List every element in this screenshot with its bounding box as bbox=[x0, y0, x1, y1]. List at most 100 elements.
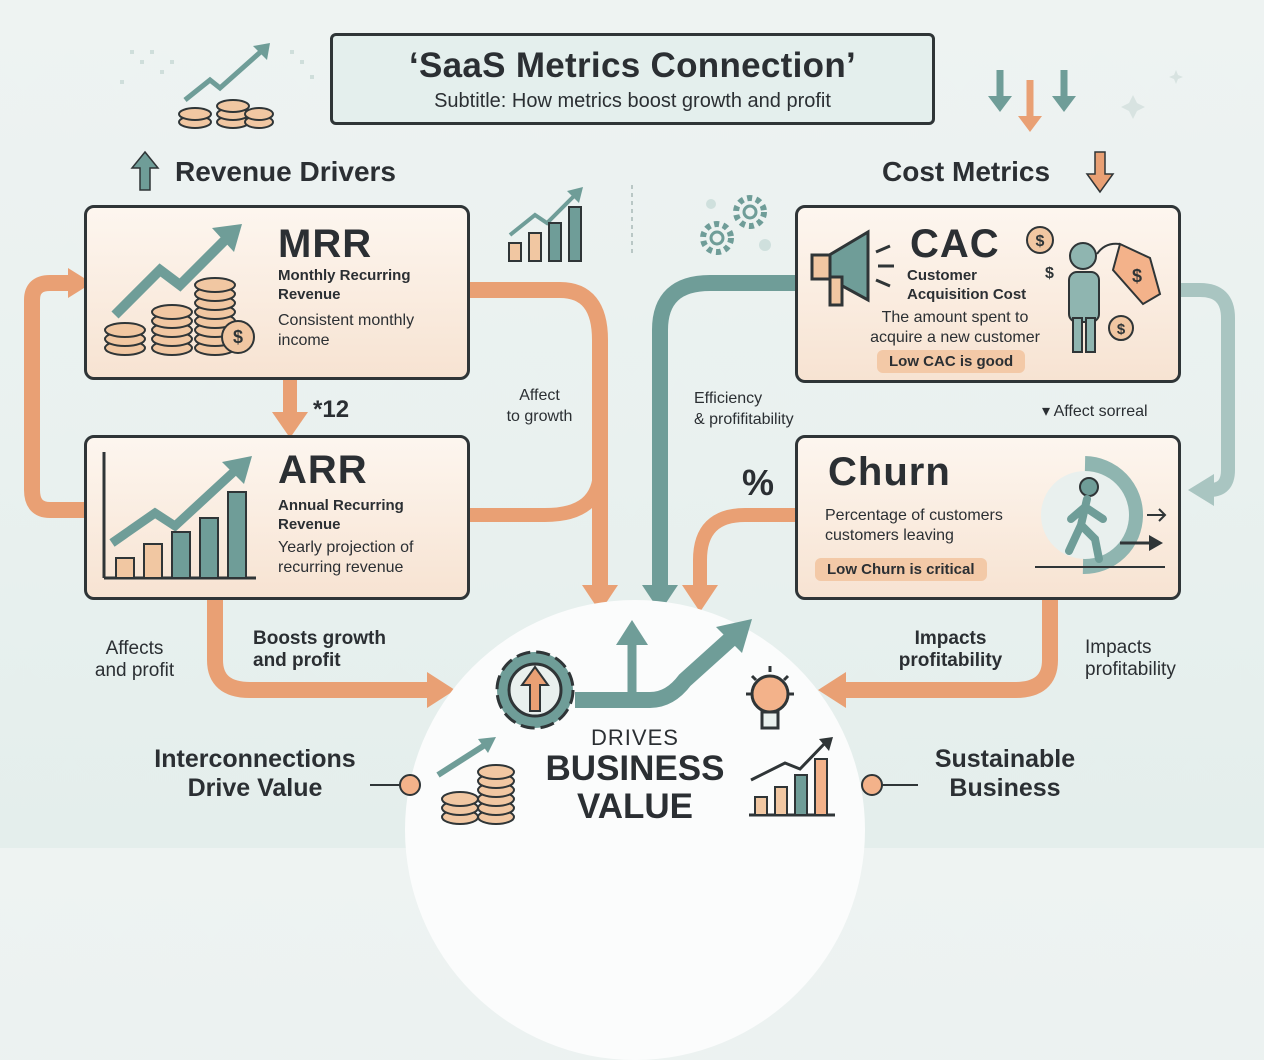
page-subtitle: Subtitle: How metrics boost growth and p… bbox=[434, 90, 831, 112]
arr-acronym: ARR bbox=[278, 448, 368, 492]
svg-text:$: $ bbox=[1045, 265, 1054, 282]
down-arrows-icon bbox=[988, 70, 1076, 132]
sustainable-business-label: Sustainable Business bbox=[915, 745, 1095, 803]
affect-growth-label: Affect to growth bbox=[492, 385, 587, 427]
arrowhead bbox=[642, 585, 678, 612]
churn-to-center-arrow bbox=[693, 508, 795, 590]
cac-pill-badge: Low CAC is good bbox=[877, 350, 1026, 373]
mrr-name-line2: Revenue bbox=[278, 286, 341, 303]
percent-symbol: % bbox=[742, 462, 775, 503]
business-value-label: BUSINESS VALUE bbox=[510, 750, 760, 826]
connection-arrows bbox=[24, 50, 1235, 708]
affects-profit-line1: Affects bbox=[105, 638, 164, 659]
churn-desc-line1: Percentage of customers bbox=[825, 507, 1003, 524]
impacts-mid-line2: profitability bbox=[898, 650, 1003, 671]
cac-to-churn-loop-arrow bbox=[1010, 283, 1235, 497]
mrr-name-line1: Monthly Recurring bbox=[278, 267, 411, 284]
decorative-dots bbox=[120, 50, 314, 84]
arr-desc-line1: Yearly projection of bbox=[278, 539, 414, 556]
growth-gear-icon bbox=[495, 619, 752, 730]
arr-desc-line2: recurring revenue bbox=[278, 559, 404, 576]
mrr-description: Consistent monthly income bbox=[278, 311, 414, 351]
impacts-profitability-right-label: Impacts profitability bbox=[1085, 637, 1176, 681]
svg-text:$: $ bbox=[1036, 233, 1045, 250]
efficiency-line2: & profifitability bbox=[694, 411, 794, 428]
impacts-right-line2: profitability bbox=[1085, 659, 1176, 680]
churn-title: Churn bbox=[828, 450, 951, 494]
impacts-profitability-mid-label: Impacts profitability bbox=[888, 628, 1013, 672]
value-word: VALUE bbox=[576, 787, 694, 826]
arr-name-line2: Revenue bbox=[278, 516, 341, 533]
arr-name: Annual Recurring Revenue bbox=[278, 496, 404, 534]
cac-to-center-arrow bbox=[652, 275, 795, 590]
multiplier-label: *12 bbox=[313, 396, 350, 423]
interconnections-label: Interconnections Drive Value bbox=[130, 745, 380, 803]
cac-acronym: CAC bbox=[910, 222, 1000, 266]
down-arrow-icon bbox=[1085, 151, 1115, 194]
title-banner: ‘SaaS Metrics Connection’ Subtitle: How … bbox=[330, 33, 935, 125]
churn-description: Percentage of customers customers leavin… bbox=[825, 506, 1003, 546]
cac-description: The amount spent to acquire a new custom… bbox=[855, 308, 1055, 348]
cac-name-line2: Acquisition Cost bbox=[907, 286, 1027, 303]
business-word: BUSINESS bbox=[545, 749, 725, 788]
up-arrow-icon bbox=[130, 150, 160, 191]
mrr-acronym: MRR bbox=[278, 222, 373, 266]
arrowhead bbox=[272, 412, 308, 438]
impacts-mid-line1: Impacts bbox=[914, 628, 987, 649]
arr-down-arrow bbox=[207, 600, 430, 698]
megaphone-icon bbox=[810, 229, 894, 307]
bar-chart-icon bbox=[508, 187, 583, 262]
efficiency-line1: Efficiency bbox=[694, 390, 763, 407]
lightbulb-icon bbox=[746, 666, 794, 730]
footer-left-line2: Drive Value bbox=[187, 774, 323, 802]
affect-growth-line1: Affect bbox=[519, 387, 560, 404]
arrowhead bbox=[582, 585, 618, 612]
revenue-drivers-heading: Revenue Drivers bbox=[175, 156, 397, 187]
churn-pill-badge: Low Churn is critical bbox=[815, 558, 987, 581]
churn-down-arrow bbox=[840, 600, 1058, 698]
cac-desc-line1: The amount spent to bbox=[881, 309, 1029, 326]
footer-right-line1: Sustainable bbox=[934, 745, 1076, 773]
affects-profit-label: Affects and profit bbox=[82, 638, 187, 682]
arrowhead bbox=[427, 672, 455, 708]
arrowhead bbox=[682, 585, 718, 612]
bar-growth-icon bbox=[749, 737, 835, 817]
page-title: ‘SaaS Metrics Connection’ bbox=[408, 46, 857, 85]
left-connector-dot bbox=[370, 774, 421, 796]
growth-coins-icon bbox=[178, 43, 274, 129]
sparkle-icon bbox=[1121, 70, 1183, 119]
churn-desc-line2: customers leaving bbox=[825, 527, 954, 544]
arrowhead bbox=[818, 672, 846, 708]
boosts-line1: Boosts growth bbox=[253, 628, 386, 649]
boosts-growth-label: Boosts growth and profit bbox=[253, 628, 386, 672]
arr-description: Yearly projection of recurring revenue bbox=[278, 538, 414, 578]
efficiency-label: Efficiency & profifitability bbox=[694, 388, 794, 430]
affect-sorreal-label: ▾ Affect sorreal bbox=[1042, 403, 1148, 420]
drives-label: DRIVES bbox=[591, 725, 679, 750]
right-connector-dot bbox=[861, 774, 918, 796]
customer-price-tag-icon: $ $ $ $ bbox=[1026, 226, 1162, 353]
arr-name-line1: Annual Recurring bbox=[278, 497, 404, 514]
cac-name: Customer Acquisition Cost bbox=[907, 266, 1042, 304]
mrr-to-center-arrow bbox=[470, 282, 608, 590]
affect-growth-line2: to growth bbox=[506, 408, 573, 425]
svg-text:$: $ bbox=[1117, 321, 1126, 338]
customer-leaving-icon bbox=[1035, 456, 1167, 575]
impacts-right-line1: Impacts bbox=[1085, 637, 1152, 658]
cac-desc-line2: acquire a new customer bbox=[870, 329, 1040, 346]
arr-bar-chart-icon bbox=[102, 452, 256, 580]
footer-left-line1: Interconnections bbox=[154, 745, 356, 773]
svg-text:$: $ bbox=[233, 327, 243, 347]
mrr-growth-coins-icon: $ bbox=[104, 224, 255, 356]
svg-text:$: $ bbox=[1132, 266, 1142, 286]
loop-arrowhead bbox=[68, 268, 92, 298]
mrr-desc-line1: Consistent monthly bbox=[278, 312, 415, 329]
gears-icon bbox=[700, 195, 771, 255]
mrr-name: Monthly Recurring Revenue bbox=[278, 266, 411, 304]
boosts-line2: and profit bbox=[253, 650, 341, 671]
mrr-card bbox=[84, 205, 470, 380]
cac-name-line1: Customer bbox=[907, 267, 978, 284]
arrowhead bbox=[1188, 474, 1214, 506]
affects-profit-line2: and profit bbox=[94, 660, 175, 681]
cost-metrics-heading: Cost Metrics bbox=[882, 156, 1051, 187]
